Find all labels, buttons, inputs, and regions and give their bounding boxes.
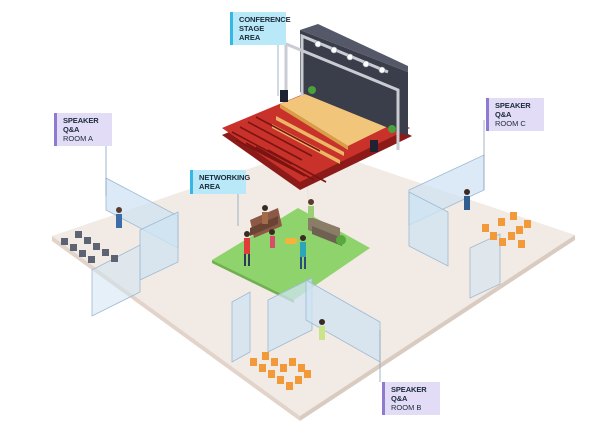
sofa-right — [308, 216, 342, 246]
label-speaker-qa-room-b: SPEAKER Q&A ROOM B — [382, 382, 440, 415]
room-a-speaker — [116, 207, 122, 228]
room-b — [231, 277, 381, 390]
room-c-glass-walls — [408, 154, 501, 299]
floor-edge-right — [300, 235, 575, 421]
audience-seating — [231, 116, 327, 183]
label-room-b-line2: ROOM B — [391, 403, 422, 412]
label-speaker-qa-room-a: SPEAKER Q&A ROOM A — [54, 113, 112, 146]
label-conference-stage-area: CONFERENCE STAGE AREA — [230, 12, 291, 45]
stage-speakers — [280, 90, 378, 152]
label-room-a-line1: SPEAKER Q&A — [63, 116, 99, 134]
stage-truss — [284, 33, 400, 150]
room-a-chairs — [61, 231, 118, 263]
label-stage-line1: CONFERENCE — [239, 15, 291, 24]
label-networking-line1: NETWORKING — [199, 173, 251, 182]
room-c — [408, 120, 531, 299]
room-c-chairs — [482, 212, 531, 248]
room-c-speaker — [464, 189, 470, 210]
networking-area — [212, 199, 370, 303]
conference-stage — [222, 24, 412, 190]
label-leader-lines — [237, 42, 279, 226]
stage-lights — [314, 40, 386, 74]
label-room-c-line1: SPEAKER Q&A — [495, 101, 531, 119]
stage-floor — [280, 84, 405, 146]
label-speaker-qa-room-c: SPEAKER Q&A ROOM C — [486, 98, 544, 131]
room-b-glass-walls — [231, 277, 381, 363]
networking-people — [244, 199, 314, 269]
label-room-b-line1: SPEAKER Q&A — [391, 385, 427, 403]
room-b-chairs — [250, 352, 311, 390]
label-room-a-line2: ROOM A — [63, 134, 94, 143]
label-networking-line2: AREA — [199, 182, 221, 191]
label-networking-area: NETWORKING AREA — [190, 170, 251, 194]
label-stage-line2: STAGE AREA — [239, 24, 265, 42]
room-b-speaker — [319, 319, 325, 340]
stage-plants — [308, 86, 396, 133]
room-a-glass-walls — [91, 177, 179, 317]
label-room-c-line2: ROOM C — [495, 119, 526, 128]
coffee-table — [285, 238, 297, 244]
stage-backdrop — [300, 30, 408, 136]
room-a — [61, 130, 179, 317]
